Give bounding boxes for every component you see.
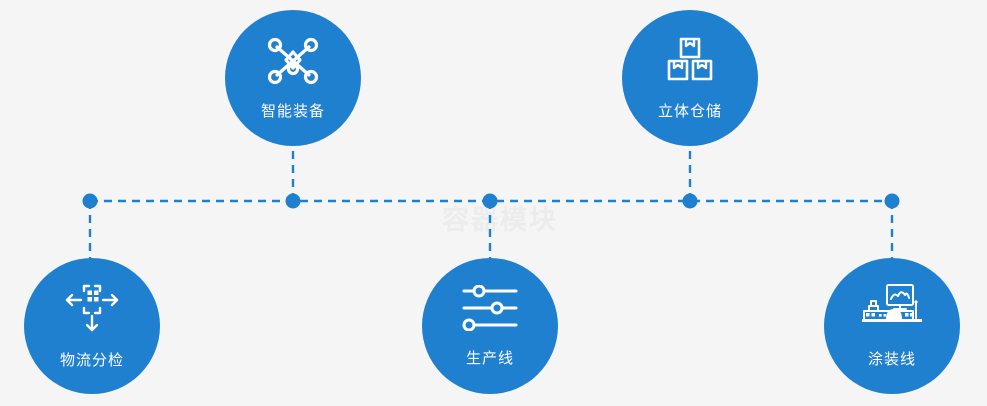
node-logistics-sorting[interactable]: 物流分检: [24, 258, 160, 394]
junction-dot-smart-equipment: [285, 193, 301, 209]
node-label-production-line: 生产线: [465, 349, 514, 367]
network-nodes-icon: [266, 36, 320, 86]
node-smart-equipment[interactable]: 智能装备: [225, 10, 361, 146]
junction-dot-painting-line: [884, 193, 900, 209]
junction-dot-production-line: [482, 193, 498, 209]
junction-dot-logistics: [82, 193, 98, 209]
node-production-line[interactable]: 生产线: [422, 258, 558, 394]
node-label-painting-line: 涂装线: [867, 350, 916, 368]
node-warehouse[interactable]: 立体仓储: [622, 10, 758, 146]
stacked-boxes-icon: [664, 36, 716, 86]
watermark-text: 容器模块: [442, 205, 558, 235]
sorting-arrows-icon: [64, 283, 120, 333]
node-label-logistics-sorting: 物流分检: [59, 351, 124, 369]
node-label-smart-equipment: 智能装备: [260, 102, 325, 120]
junction-dot-warehouse: [682, 193, 698, 209]
sliders-icon: [461, 284, 519, 331]
node-label-warehouse: 立体仓储: [657, 102, 722, 120]
node-painting-line[interactable]: 涂装线: [824, 258, 960, 394]
factory-monitor-icon: [861, 283, 923, 332]
